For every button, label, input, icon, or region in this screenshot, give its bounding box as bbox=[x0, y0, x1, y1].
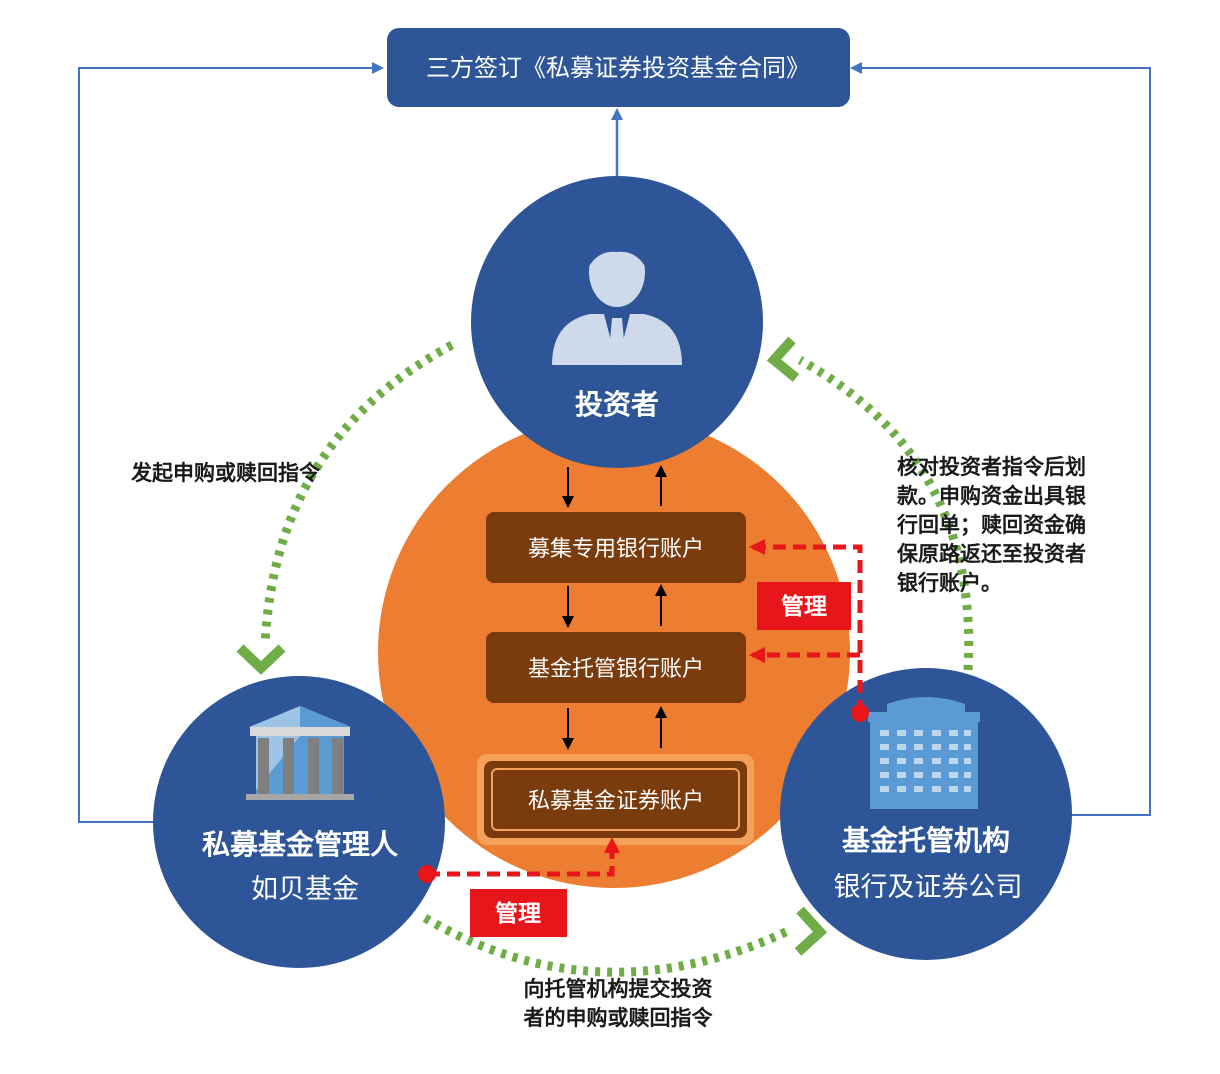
investor-node: 投资者 bbox=[471, 176, 763, 468]
tag-manage-bottom: 管理 bbox=[470, 889, 567, 937]
manager-manage-origin-dot bbox=[418, 865, 436, 883]
green-chevrons bbox=[236, 336, 828, 956]
annotation-bottom-line: 者的申购或赎回指令 bbox=[524, 1006, 714, 1030]
account-securities-label: 私募基金证券账户 bbox=[528, 789, 704, 814]
annotation-right-line: 核对投资者指令后划 bbox=[897, 455, 1086, 479]
custodian-to-contract-line bbox=[850, 62, 1151, 816]
manager-sub: 如贝基金 bbox=[251, 874, 359, 905]
chevron-right-icon bbox=[794, 906, 828, 956]
manager-node: 私募基金管理人 如贝基金 bbox=[153, 676, 445, 968]
manager-to-contract-line bbox=[78, 62, 384, 823]
annotation-bottom-line: 向托管机构提交投资 bbox=[524, 977, 713, 1001]
annotation-right-line: 保原路返还至投资者 bbox=[896, 542, 1086, 566]
chevron-down-icon bbox=[236, 644, 286, 675]
annotation-right-line: 银行账户。 bbox=[897, 571, 1002, 595]
custodian-manage-origin-dot bbox=[851, 704, 869, 722]
custodian-node: 基金托管机构 银行及证券公司 bbox=[780, 668, 1072, 960]
person-icon bbox=[552, 234, 682, 365]
manager-manage-line bbox=[427, 837, 620, 877]
green-flow-arcs bbox=[260, 341, 974, 977]
investor-label: 投资者 bbox=[575, 388, 659, 421]
account-fundraising: 募集专用银行账户 bbox=[486, 512, 746, 583]
tag-manage-bottom-label: 管理 bbox=[495, 900, 541, 927]
account-custody: 基金托管银行账户 bbox=[486, 632, 746, 703]
annotation-right-line: 行回单；赎回资金确 bbox=[896, 513, 1086, 537]
custodian-sub: 银行及证券公司 bbox=[834, 872, 1023, 903]
office-building-icon bbox=[868, 697, 980, 809]
annotation-bottom: 向托管机构提交投资 者的申购或赎回指令 bbox=[524, 977, 714, 1030]
fund-flow-arrows bbox=[562, 465, 667, 750]
contract-connectors bbox=[78, 62, 1151, 823]
annotation-left: 发起申购或赎回指令 bbox=[130, 461, 321, 485]
account-fundraising-label: 募集专用银行账户 bbox=[528, 537, 704, 562]
custodian-manage-lines bbox=[749, 539, 863, 713]
annotation-right-line: 款。申购资金出具银 bbox=[897, 484, 1087, 508]
bank-building-icon bbox=[246, 706, 354, 800]
chevron-up-left-icon bbox=[766, 336, 800, 382]
custodian-label: 基金托管机构 bbox=[842, 824, 1010, 857]
manager-label: 私募基金管理人 bbox=[202, 828, 398, 861]
tag-manage-right-label: 管理 bbox=[781, 593, 827, 620]
arc-investor-to-manager bbox=[260, 341, 455, 646]
account-securities: 私募基金证券账户 bbox=[477, 754, 754, 845]
contract-box: 三方签订《私募证券投资基金合同》 bbox=[387, 28, 850, 107]
arc-manager-to-custodian bbox=[422, 914, 792, 977]
tag-manage-right: 管理 bbox=[757, 582, 851, 630]
contract-label: 三方签订《私募证券投资基金合同》 bbox=[426, 54, 810, 82]
account-custody-label: 基金托管银行账户 bbox=[528, 657, 704, 682]
annotation-right: 核对投资者指令后划 款。申购资金出具银 行回单；赎回资金确 保原路返还至投资者 … bbox=[896, 455, 1087, 595]
